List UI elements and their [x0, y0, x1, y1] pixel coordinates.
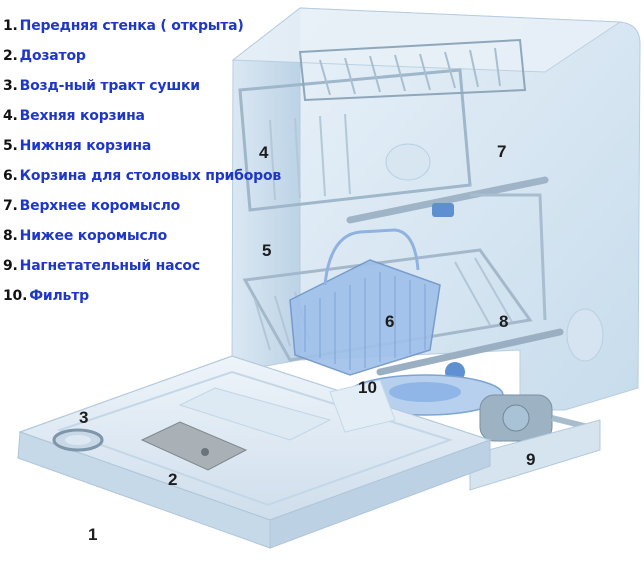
- callout-5-lower-basket: 5: [262, 241, 272, 260]
- legend-item: 5.Нижняя корзина: [3, 138, 152, 154]
- callout-9-pump: 9: [526, 450, 536, 469]
- open-front-door: [17, 355, 492, 549]
- back-wall-vent: [385, 143, 431, 181]
- callout-4-upper-basket: 4: [259, 143, 269, 162]
- legend-item: 3.Возд-ный тракт сушки: [3, 78, 200, 94]
- component-legend: 1.Передняя стенка ( открыта) 2.Дозатор 3…: [3, 11, 281, 311]
- legend-item: 10.Фильтр: [3, 288, 89, 304]
- side-wall-vent: [566, 308, 604, 362]
- callout-3-air-duct: 3: [79, 408, 89, 427]
- drying-air-duct: [52, 428, 104, 452]
- callout-2-dispenser: 2: [168, 470, 178, 489]
- detergent-dispenser: [140, 421, 248, 471]
- legend-item: 2.Дозатор: [3, 48, 86, 64]
- legend-item: 8.Нижее коромысло: [3, 228, 168, 244]
- callout-8-lower-spray-arm: 8: [499, 312, 509, 331]
- base-plinth: [469, 419, 601, 491]
- legend-item: 6.Корзина для столовых приборов: [3, 168, 282, 184]
- cabinet-top: [231, 7, 622, 73]
- legend-item: 4.Вехняя корзина: [3, 108, 145, 124]
- pump-unit: [479, 394, 601, 442]
- callout-7-upper-spray-arm: 7: [497, 142, 507, 161]
- callout-10-filter: 10: [358, 378, 377, 397]
- callout-6-cutlery-basket: 6: [385, 312, 395, 331]
- upper-basket: [238, 38, 527, 212]
- legend-item: 9.Нагнетательный насос: [3, 258, 200, 274]
- legend-item: 1.Передняя стенка ( открыта): [3, 18, 244, 34]
- legend-item: 7.Верхнее коромысло: [3, 198, 181, 214]
- callout-1-door: 1: [88, 525, 98, 544]
- upper-spray-arm: [346, 176, 549, 224]
- cutlery-basket: [289, 228, 441, 376]
